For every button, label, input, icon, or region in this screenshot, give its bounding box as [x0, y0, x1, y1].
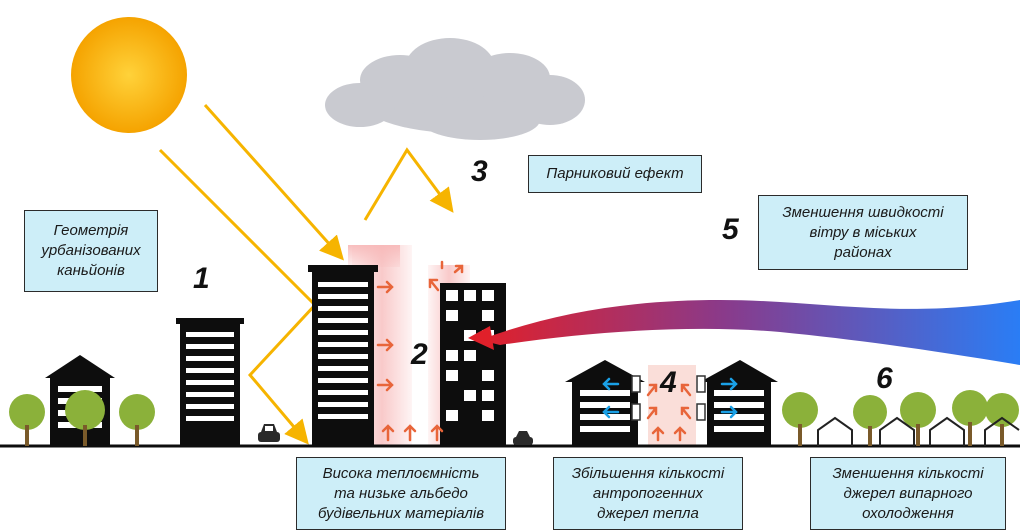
building-2	[440, 283, 506, 446]
heat-glow-top	[348, 245, 400, 267]
marker-1: 1	[193, 262, 210, 295]
car-icon	[258, 424, 280, 442]
sun-icon	[71, 17, 187, 133]
sun-ray-3	[363, 147, 454, 221]
marker-5: 5	[722, 213, 739, 246]
house-outlines	[817, 416, 1020, 446]
sun-rays	[158, 104, 454, 445]
marker-4: 4	[660, 366, 677, 399]
anthropogenic-heat-arrows	[646, 383, 692, 442]
wind-ribbon	[480, 300, 1020, 365]
marker-3: 3	[471, 155, 488, 188]
tree-group-left	[9, 390, 155, 446]
house-building-4a	[565, 360, 645, 446]
car-icon-2	[513, 431, 533, 445]
label-heat-capacity-albedo: Висока теплоємність та низьке альбедо бу…	[296, 457, 506, 530]
vent-arrows	[602, 377, 738, 419]
label-wind-speed: Зменшення швидкості вітру в міських райо…	[758, 195, 968, 270]
house-building-4b	[700, 360, 778, 446]
wind-arrowhead	[468, 326, 494, 350]
label-greenhouse-effect: Парниковий ефект	[528, 155, 702, 193]
marker-2: 2	[411, 338, 428, 371]
marker-6: 6	[876, 362, 893, 395]
building-1	[176, 318, 244, 446]
ac-units	[631, 375, 706, 421]
sun-ray-1	[203, 104, 344, 261]
heat-arrows	[376, 260, 464, 442]
label-anthropogenic-heat: Збільшення кількості антропогенних джере…	[553, 457, 743, 530]
tree-group-right	[782, 390, 1019, 446]
label-canyon-geometry: Геометрія урбанізованих каньйонів	[24, 210, 158, 292]
tall-building	[308, 265, 378, 446]
label-evaporative-cooling: Зменшення кількості джерел випарного охо…	[810, 457, 1006, 530]
sun-ray-2	[158, 148, 318, 445]
cloud-icon	[325, 38, 585, 140]
